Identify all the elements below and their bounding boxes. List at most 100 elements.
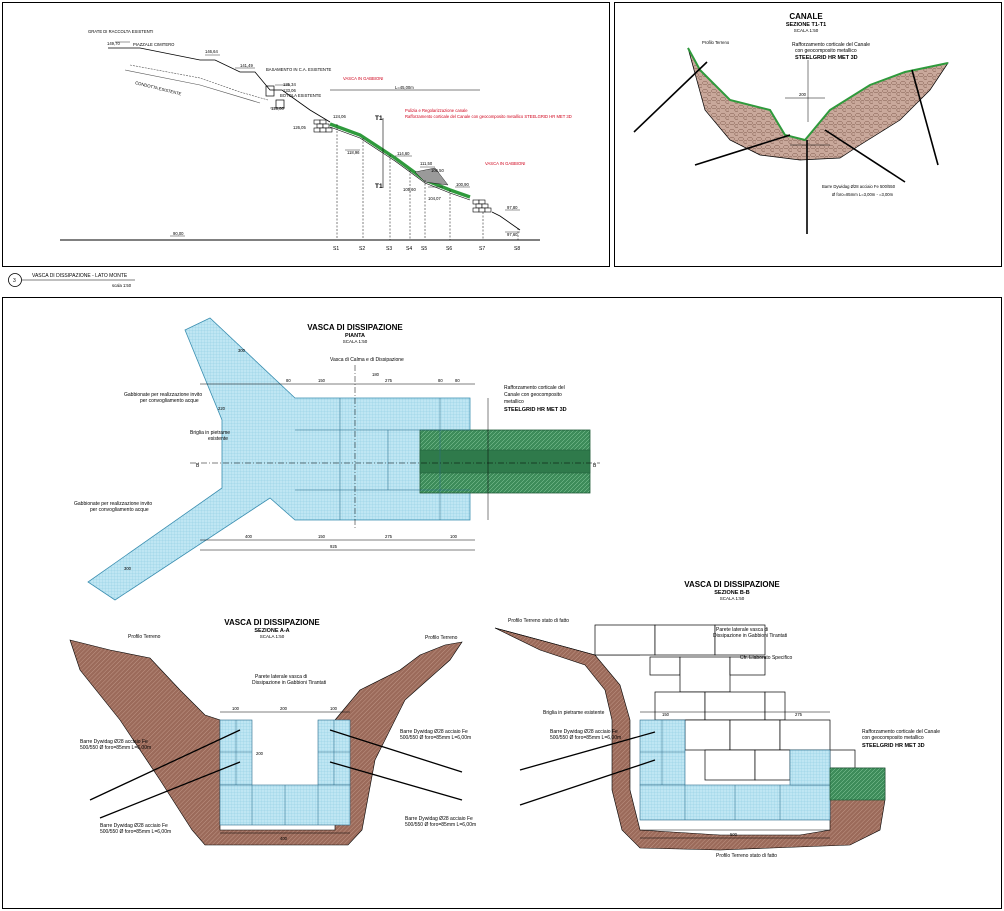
sezAA-barre-l2b: 500/550 Ø foro=85mm L=6,00m	[100, 829, 171, 835]
pianta-dim-diag: 300	[238, 348, 246, 353]
label-basamento: BASAMENTO IN C.A. ESISTENTE	[266, 67, 332, 72]
profile-caption: 3 VASCA DI DISSIPAZIONE - LATO MONTE sca…	[8, 273, 135, 288]
caption-number: 3	[13, 278, 16, 284]
sezBB-barre2: 500/550 Ø foro=85mm L=6,00m	[550, 735, 621, 741]
pianta-labels: VASCA DI DISSIPAZIONE PIANTA SCALA 1:50 …	[74, 323, 597, 571]
profile-drawing: T1 T1	[60, 41, 540, 241]
pianta-dim-bottom-1: 400	[245, 534, 253, 539]
pianta-drawing	[87, 317, 600, 601]
sezBB-briglia: Briglia in pietrame esistente	[543, 710, 605, 716]
canale-title: CANALE	[789, 12, 823, 21]
sezBB-title: VASCA DI DISSIPAZIONE	[684, 580, 780, 589]
profile-labels: GRATE DI RACCOLTA ESISTENTI PIAZZALE CIM…	[88, 29, 572, 252]
svg-text:T1: T1	[375, 183, 383, 190]
caption-title: VASCA DI DISSIPAZIONE - LATO MONTE	[32, 273, 128, 279]
pianta-dim-bottom-4: 100	[450, 534, 458, 539]
sezBB-raff1: Rafforzamento corticale del Canale	[862, 729, 940, 735]
sezAA-parete1: Parete laterale vasca di	[255, 674, 307, 680]
sezBB-dim-1: 275	[795, 712, 803, 717]
sezBB-drawing	[494, 624, 886, 851]
canale-drawing	[633, 47, 949, 234]
elev-14: 104,07	[428, 196, 441, 201]
label-length: L=45,00m	[395, 85, 414, 90]
pianta-title: VASCA DI DISSIPAZIONE	[307, 323, 403, 332]
pianta-dim-top-3: 275	[385, 378, 393, 383]
pianta-dim-top-4: 80	[438, 378, 443, 383]
label-note2: Rafforzamento corticale del Canale con g…	[405, 114, 572, 119]
label-botola: BOTOLA ESISTENTE	[280, 93, 321, 98]
sezAA-profilo-left: Profilo Terreno	[128, 634, 161, 640]
elev-3: 141,49	[240, 63, 253, 68]
label-griglie: GRATE DI RACCOLTA ESISTENTI	[88, 29, 153, 34]
elev-2: 146,64	[205, 49, 218, 54]
label-condotta: CONDOTTA ESISTENTE	[135, 80, 182, 96]
canale-panel	[614, 2, 1002, 267]
elev-10: 114,60	[397, 151, 410, 156]
section-s5: S5	[421, 246, 427, 252]
pianta-dim-diag2: 300	[124, 566, 132, 571]
section-s7: S7	[479, 246, 485, 252]
elev-18: 90,00	[173, 231, 184, 236]
section-s2: S2	[359, 246, 365, 252]
section-s1: S1	[333, 246, 339, 252]
sezAA-barre-r2b: 500/550 Ø foro=85mm L=6,00m	[405, 822, 476, 828]
pianta-dim-center: 180	[372, 372, 380, 377]
sezAA-barre-l1b: 500/550 Ø foro=85mm L=6,00m	[80, 745, 151, 751]
gabion-top	[313, 119, 333, 133]
sezAA-dim-2: 200	[280, 706, 288, 711]
sezAA-dim-3: 100	[330, 706, 338, 711]
section-s8: S8	[514, 246, 520, 252]
sezBB-parete2: Dissipazione in Gabbioni Tirantati	[713, 633, 787, 639]
pianta-raff3: metallico	[504, 399, 524, 405]
sezBB-labels: VASCA DI DISSIPAZIONE SEZIONE B-B SCALA …	[508, 580, 940, 859]
sezAA-barre-r2a: Barre Dywidag Ø28 acciaio Fe	[405, 816, 473, 822]
section-s3: S3	[386, 246, 392, 252]
pianta-gab1b: per convogliamento acque	[140, 398, 199, 404]
sezAA-drawing	[69, 639, 463, 846]
profile-panel	[2, 2, 610, 267]
sezAA-subtitle: SEZIONE A-A	[254, 628, 289, 634]
pianta-gab2a: Gabbionate per realizzazione invito	[74, 501, 152, 507]
pianta-vasca-calma: Vasca di Calma e di Dissipazione	[330, 357, 404, 363]
elev-5: 133,06	[283, 88, 296, 93]
elev-12: 106,50	[431, 168, 444, 173]
elev-15: 100,90	[456, 182, 469, 187]
sezAA-barre-r1b: 500/550 Ø foro=85mm L=6,00m	[400, 735, 471, 741]
pianta-dim-a: 220	[218, 406, 226, 411]
pianta-dim-bottom-3: 275	[385, 534, 393, 539]
vasca-panel	[2, 297, 1002, 909]
sezAA-profilo-right: Profilo Terreno	[425, 635, 458, 641]
sezBB-parete1: Parete laterale vasca di	[716, 627, 768, 633]
canale-raff2: con geocomposito metallico	[795, 48, 857, 54]
sezBB-subtitle: SEZIONE B-B	[714, 590, 749, 596]
canale-profilo: Profilo Terreno	[702, 40, 730, 45]
canale-raff1: Rafforzamento corticale del Canale	[792, 42, 870, 48]
sezBB-dim-bottom: 500	[730, 832, 738, 837]
sezAA-barre-r1a: Barre Dywidag Ø28 acciaio Fe	[400, 729, 468, 735]
elev-6: 128,00	[271, 106, 284, 111]
sezAA-dim-bottom: 400	[280, 836, 288, 841]
svg-text:T1: T1	[375, 115, 383, 122]
pianta-dim-bottom-2: 150	[318, 534, 326, 539]
label-vasca-gab-2: VASCA IN GABBIONI	[485, 161, 525, 166]
pianta-dim-top-1: 80	[286, 378, 291, 383]
pianta-section-mark-left: B	[196, 463, 200, 469]
elev-4: 135,34	[283, 82, 296, 87]
label-piazzale: PIAZZALE CIMITERO	[133, 42, 175, 47]
sezAA-barre-l1a: Barre Dywidag Ø28 acciaio Fe	[80, 739, 148, 745]
pianta-dim-total: 925	[330, 544, 338, 549]
sezBB-cfr: Cfr. Elaborato Specifico	[740, 655, 792, 661]
sezBB-raff2: con geocomposito metallico	[862, 735, 924, 741]
sezAA-title: VASCA DI DISSIPAZIONE	[224, 618, 320, 627]
label-note1: Pulizia e Regolarizzazione canale	[405, 108, 468, 113]
sezAA-dim-1: 100	[232, 706, 240, 711]
canale-barre1: Barre Dywidag Ø28 acciaio Fe 500/550	[822, 184, 896, 189]
sezAA-labels: VASCA DI DISSIPAZIONE SEZIONE A-A SCALA …	[80, 618, 476, 841]
elev-1: 149,70	[107, 41, 120, 46]
pianta-gab1a: Gabbionate per realizzazione invito	[124, 392, 202, 398]
pianta-briglia2: esistente	[208, 436, 228, 442]
pianta-raff4: STEELGRID HR MET 3D	[504, 407, 567, 413]
sezBB-profilo-top: Profilo Terreno stato di fatto	[508, 618, 569, 624]
pianta-scale: SCALA 1:50	[343, 339, 368, 344]
